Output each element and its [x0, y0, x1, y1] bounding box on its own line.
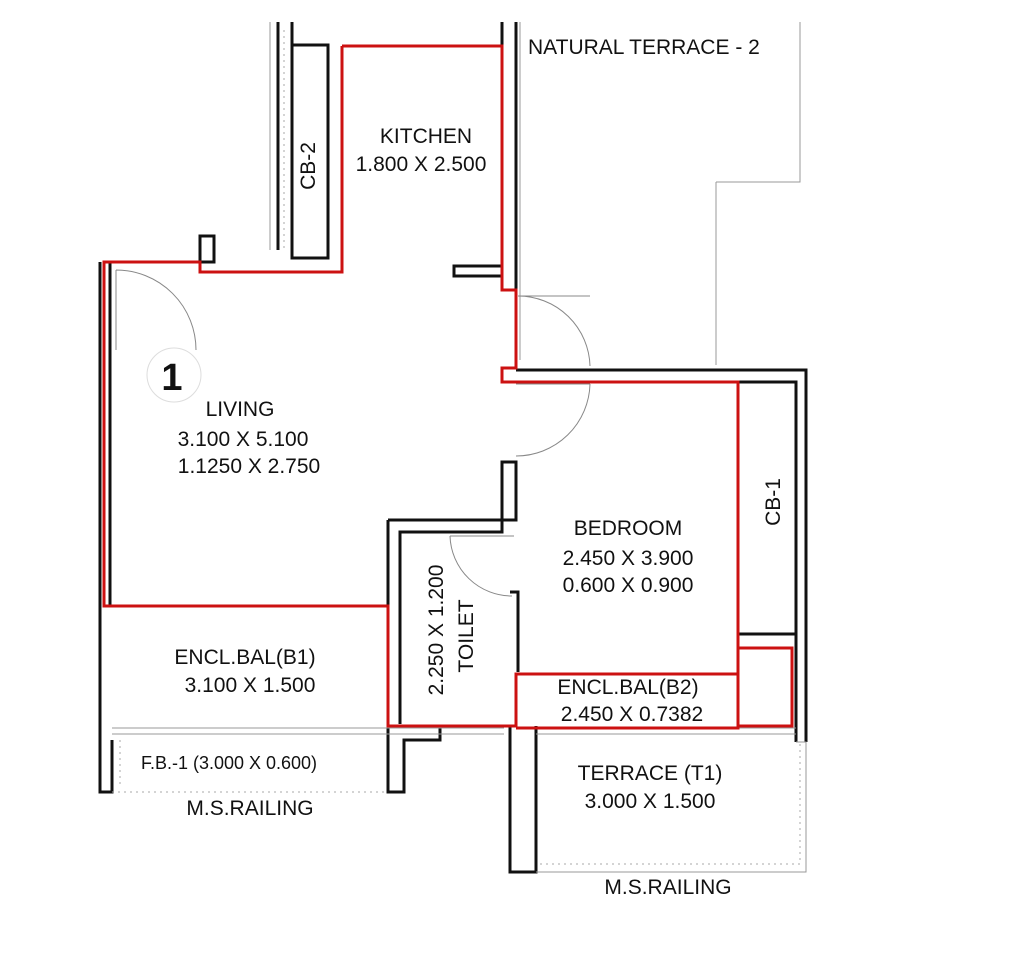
cb1-label: CB-1	[762, 478, 785, 526]
encl-bal-b1-name: ENCL.BAL(B1)	[174, 646, 315, 669]
bedroom-name: BEDROOM	[574, 517, 683, 540]
cb1-outline	[738, 646, 794, 728]
bedroom-size-2: 0.600 X 0.900	[563, 574, 694, 597]
toilet-size: 2.250 X 1.200	[425, 565, 448, 696]
toilet-name: TOILET	[455, 599, 478, 672]
terrace-t1-size: 3.000 X 1.500	[585, 790, 716, 813]
kitchen-outline-left	[102, 46, 738, 728]
railing-left-label: M.S.RAILING	[186, 797, 313, 820]
living-size-1: 3.100 X 5.100	[178, 428, 309, 451]
encl-bal-b1-size: 3.100 X 1.500	[185, 674, 316, 697]
natural-terrace-label: NATURAL TERRACE - 2	[528, 36, 760, 59]
kitchen-name: KITCHEN	[380, 125, 472, 148]
kitchen-outline	[342, 44, 740, 730]
living-size-2: 1.1250 X 2.750	[178, 455, 320, 478]
encl-bal-b2-size: 2.450 X 0.7382	[561, 703, 703, 726]
bedroom-size-1: 2.450 X 3.900	[563, 547, 694, 570]
encl-bal-b2-name: ENCL.BAL(B2)	[557, 676, 698, 699]
railing-right-label: M.S.RAILING	[604, 876, 731, 899]
living-name: LIVING	[206, 398, 275, 421]
door-swings	[115, 269, 591, 597]
cb2-label: CB-2	[297, 142, 320, 190]
room-outlines	[102, 44, 794, 730]
railings	[112, 30, 801, 865]
unit-number: 1	[161, 357, 182, 399]
unit-number-circle	[146, 347, 202, 403]
kitchen-size: 1.800 X 2.500	[356, 153, 487, 176]
fb1-label: F.B.-1 (3.000 X 0.600)	[141, 753, 317, 773]
terrace-t1-name: TERRACE (T1)	[578, 762, 723, 785]
